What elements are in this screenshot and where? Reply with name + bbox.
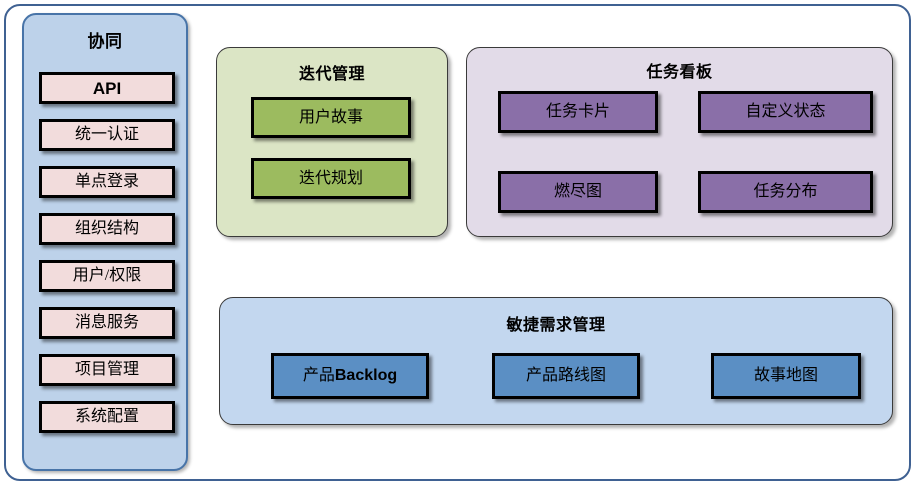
panel-iteration-management[interactable]: 迭代管理 用户故事 迭代规划 bbox=[216, 47, 448, 237]
panel-task-board[interactable]: 任务看板 任务卡片 自定义状态 燃尽图 任务分布 bbox=[466, 47, 893, 237]
agile-item-product-backlog-latin: Backlog bbox=[334, 367, 398, 384]
panel-collaboration-title: 协同 bbox=[87, 32, 123, 51]
sidebar-item-sso[interactable]: 单点登录 bbox=[39, 166, 175, 198]
iteration-item-user-story[interactable]: 用户故事 bbox=[251, 97, 411, 138]
agile-item-product-backlog-cn: 产品 bbox=[302, 367, 335, 384]
sidebar-item-org-structure[interactable]: 组织结构 bbox=[39, 213, 175, 245]
sidebar-item-unified-auth[interactable]: 统一认证 bbox=[39, 119, 175, 151]
sidebar-item-api[interactable]: API bbox=[39, 72, 175, 104]
iteration-item-iteration-plan[interactable]: 迭代规划 bbox=[251, 158, 411, 199]
panel-agile-title: 敏捷需求管理 bbox=[506, 317, 606, 334]
sidebar-item-message-service[interactable]: 消息服务 bbox=[39, 307, 175, 339]
agile-item-story-map[interactable]: 故事地图 bbox=[711, 353, 861, 399]
agile-item-product-roadmap[interactable]: 产品路线图 bbox=[492, 353, 640, 399]
panel-task-board-title: 任务看板 bbox=[646, 64, 713, 81]
sidebar-item-project-management[interactable]: 项目管理 bbox=[39, 354, 175, 386]
panel-collaboration[interactable]: 协同 API 统一认证 单点登录 组织结构 用户/权限 消息服务 项目管理 系统… bbox=[22, 13, 188, 471]
sidebar-item-system-config[interactable]: 系统配置 bbox=[39, 401, 175, 433]
taskboard-item-burndown-chart[interactable]: 燃尽图 bbox=[498, 171, 658, 213]
taskboard-item-task-card[interactable]: 任务卡片 bbox=[498, 91, 658, 133]
taskboard-item-task-distribution[interactable]: 任务分布 bbox=[698, 171, 873, 213]
sidebar-item-user-permission[interactable]: 用户/权限 bbox=[39, 260, 175, 292]
taskboard-item-custom-status[interactable]: 自定义状态 bbox=[698, 91, 873, 133]
panel-iteration-title: 迭代管理 bbox=[298, 66, 365, 83]
